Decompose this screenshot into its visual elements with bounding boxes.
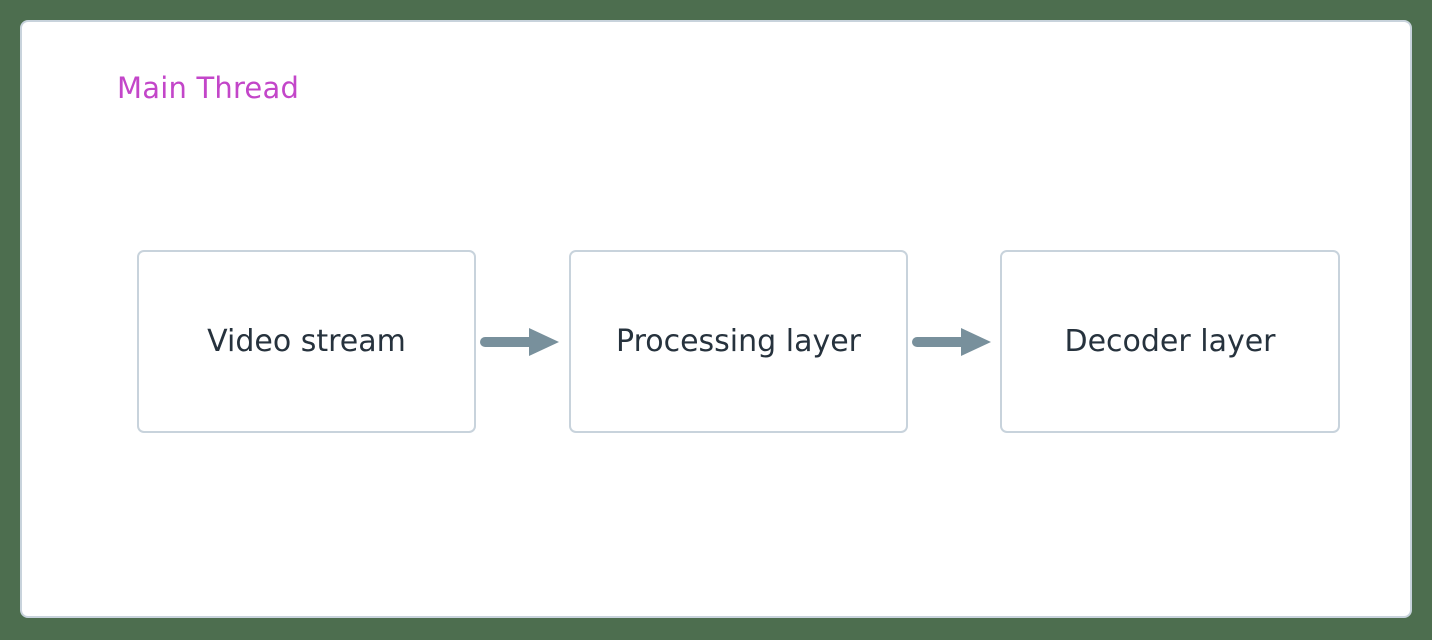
subgraph-main-thread: Main Thread Video stream Processing laye…: [20, 20, 1412, 618]
edge-processing-layer-to-decoder-layer: [912, 328, 991, 356]
node-video-stream-label: Video stream: [207, 323, 406, 359]
node-processing-layer[interactable]: Processing layer: [569, 250, 908, 433]
node-processing-layer-label: Processing layer: [616, 323, 861, 359]
node-decoder-layer[interactable]: Decoder layer: [1000, 250, 1340, 433]
edge-video-stream-to-processing-layer: [480, 328, 559, 356]
node-video-stream[interactable]: Video stream: [137, 250, 476, 433]
node-decoder-layer-label: Decoder layer: [1064, 323, 1276, 359]
subgraph-title: Main Thread: [117, 71, 300, 105]
